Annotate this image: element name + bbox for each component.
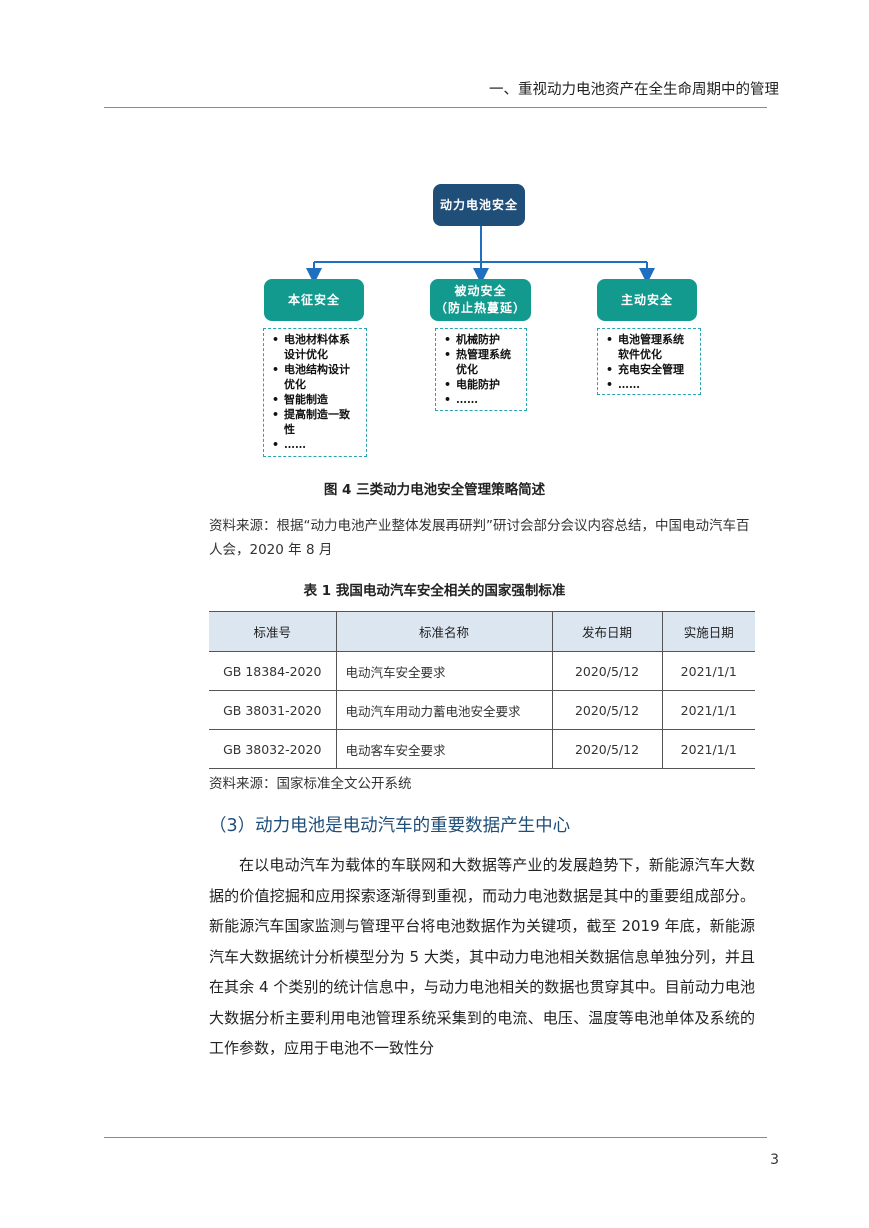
table-source-note: 资料来源：国家标准全文公开系统 — [209, 776, 412, 792]
table-cell: GB 38032-2020 — [209, 729, 336, 769]
footer-divider — [104, 1137, 767, 1138]
table-cell: 2020/5/12 — [551, 651, 662, 691]
column-header: 实施日期 — [661, 611, 755, 652]
table-cell: 2021/1/1 — [661, 729, 755, 769]
figure-source-note: 资料来源：根据“动力电池产业整体发展再研判”研讨会部分会议内容总结，中国电动汽车… — [209, 518, 750, 558]
list-item: …… — [604, 377, 694, 392]
branch-node-label: 被动安全 — [454, 284, 507, 298]
table-cell: 2021/1/1 — [661, 651, 755, 691]
branch-list-active: 电池管理系统软件优化 充电安全管理 …… — [597, 328, 701, 395]
list-item: 电池材料体系设计优化 — [270, 332, 360, 362]
page-number: 3 — [770, 1152, 779, 1168]
list-item: 电能防护 — [442, 377, 520, 392]
branch-node-active: 主动安全 — [597, 279, 697, 321]
table-header-row: 标准号 标准名称 发布日期 实施日期 — [209, 611, 755, 652]
branch-node-intrinsic: 本征安全 — [264, 279, 364, 321]
figure-caption: 图 4 三类动力电池安全管理策略简述 — [323, 482, 546, 498]
branch-list-intrinsic: 电池材料体系设计优化 电池结构设计优化 智能制造 提高制造一致性 …… — [263, 328, 367, 457]
branch-node-sublabel: （防止热蔓延） — [434, 301, 526, 315]
table-caption: 表 1 我国电动汽车安全相关的国家强制标准 — [303, 583, 566, 599]
running-header: 一、重视动力电池资产在全生命周期中的管理 — [489, 82, 779, 98]
list-item: …… — [442, 392, 520, 407]
list-item: 电池结构设计优化 — [270, 362, 360, 392]
list-item: …… — [270, 437, 360, 452]
list-item: 充电安全管理 — [604, 362, 694, 377]
root-node-label: 动力电池安全 — [439, 197, 518, 212]
standards-table: 标准号 标准名称 发布日期 实施日期 GB 18384-2020 电动汽车安全要… — [209, 611, 755, 769]
section-heading: （3）动力电池是电动汽车的重要数据产生中心 — [209, 816, 571, 836]
branch-node-passive: 被动安全 （防止热蔓延） — [430, 279, 531, 321]
column-header: 标准号 — [209, 611, 336, 652]
table-cell: 电动客车安全要求 — [335, 729, 552, 769]
table-cell: GB 38031-2020 — [209, 690, 336, 730]
column-header: 发布日期 — [551, 611, 662, 652]
table-cell: 电动汽车用动力蓄电池安全要求 — [335, 690, 552, 730]
list-item: 热管理系统优化 — [442, 347, 520, 377]
list-item: 机械防护 — [442, 332, 520, 347]
table-row: GB 38032-2020 电动客车安全要求 2020/5/12 2021/1/… — [209, 729, 755, 769]
list-item: 智能制造 — [270, 392, 360, 407]
table-cell: 2020/5/12 — [551, 729, 662, 769]
table-row: GB 38031-2020 电动汽车用动力蓄电池安全要求 2020/5/12 2… — [209, 690, 755, 730]
table-cell: GB 18384-2020 — [209, 651, 336, 691]
table-cell: 2021/1/1 — [661, 690, 755, 730]
branch-node-label: 本征安全 — [287, 292, 340, 307]
header-divider — [104, 107, 767, 108]
list-item: 电池管理系统软件优化 — [604, 332, 694, 362]
branch-list-passive: 机械防护 热管理系统优化 电能防护 …… — [435, 328, 527, 411]
list-item: 提高制造一致性 — [270, 407, 360, 437]
table-cell: 电动汽车安全要求 — [335, 651, 552, 691]
branch-node-label: 主动安全 — [620, 292, 673, 307]
column-header: 标准名称 — [335, 611, 552, 652]
table-row: GB 18384-2020 电动汽车安全要求 2020/5/12 2021/1/… — [209, 651, 755, 691]
root-node: 动力电池安全 — [433, 184, 525, 226]
table-cell: 2020/5/12 — [551, 690, 662, 730]
body-paragraph: 在以电动汽车为载体的车联网和大数据等产业的发展趋势下，新能源汽车大数据的价值挖掘… — [209, 856, 755, 1057]
